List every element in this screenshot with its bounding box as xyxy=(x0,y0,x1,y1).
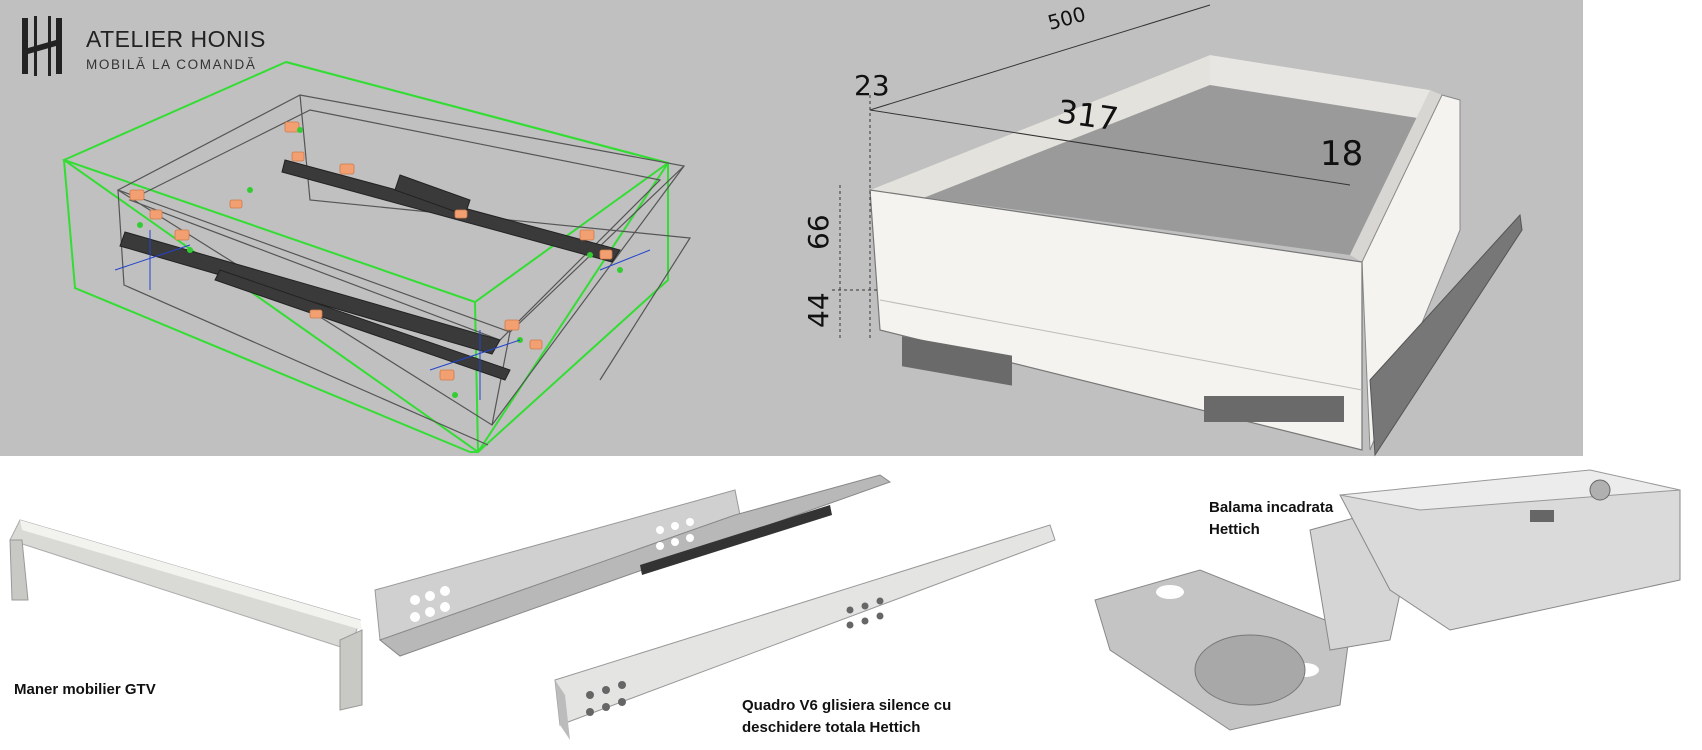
drawer-slides-image xyxy=(374,474,1056,740)
hinge-caption-line2: Hettich xyxy=(1209,521,1260,538)
drawer-dimension-render: 500 317 23 18 66 44 xyxy=(802,2,1523,457)
brand-name: ATELIER HONIS xyxy=(86,26,266,52)
hinge-image xyxy=(1094,469,1681,731)
dim-height-lower: 44 xyxy=(802,292,835,328)
dim-length: 500 xyxy=(1045,2,1088,35)
brand-logo: ATELIER HONIS MOBILĂ LA COMANDĂ xyxy=(18,16,278,78)
slide-caption-line1: Quadro V6 glisiera silence cu xyxy=(742,697,952,714)
furniture-handle-image xyxy=(9,519,363,711)
dim-side-offset: 23 xyxy=(854,69,890,102)
logo-mark-icon xyxy=(22,16,62,76)
dim-height-upper: 66 xyxy=(802,214,835,250)
handle-caption: Maner mobilier GTV xyxy=(14,681,156,698)
hinge-caption-line1: Balama incadrata xyxy=(1209,499,1334,516)
dim-panel-thickness: 18 xyxy=(1320,134,1363,174)
brand-tagline: MOBILĂ LA COMANDĂ xyxy=(86,57,257,72)
slide-caption-line2: deschidere totala Hettich xyxy=(742,719,921,736)
wireframe-drawer-render xyxy=(61,60,692,454)
dim-front-width: 317 xyxy=(1055,92,1121,138)
